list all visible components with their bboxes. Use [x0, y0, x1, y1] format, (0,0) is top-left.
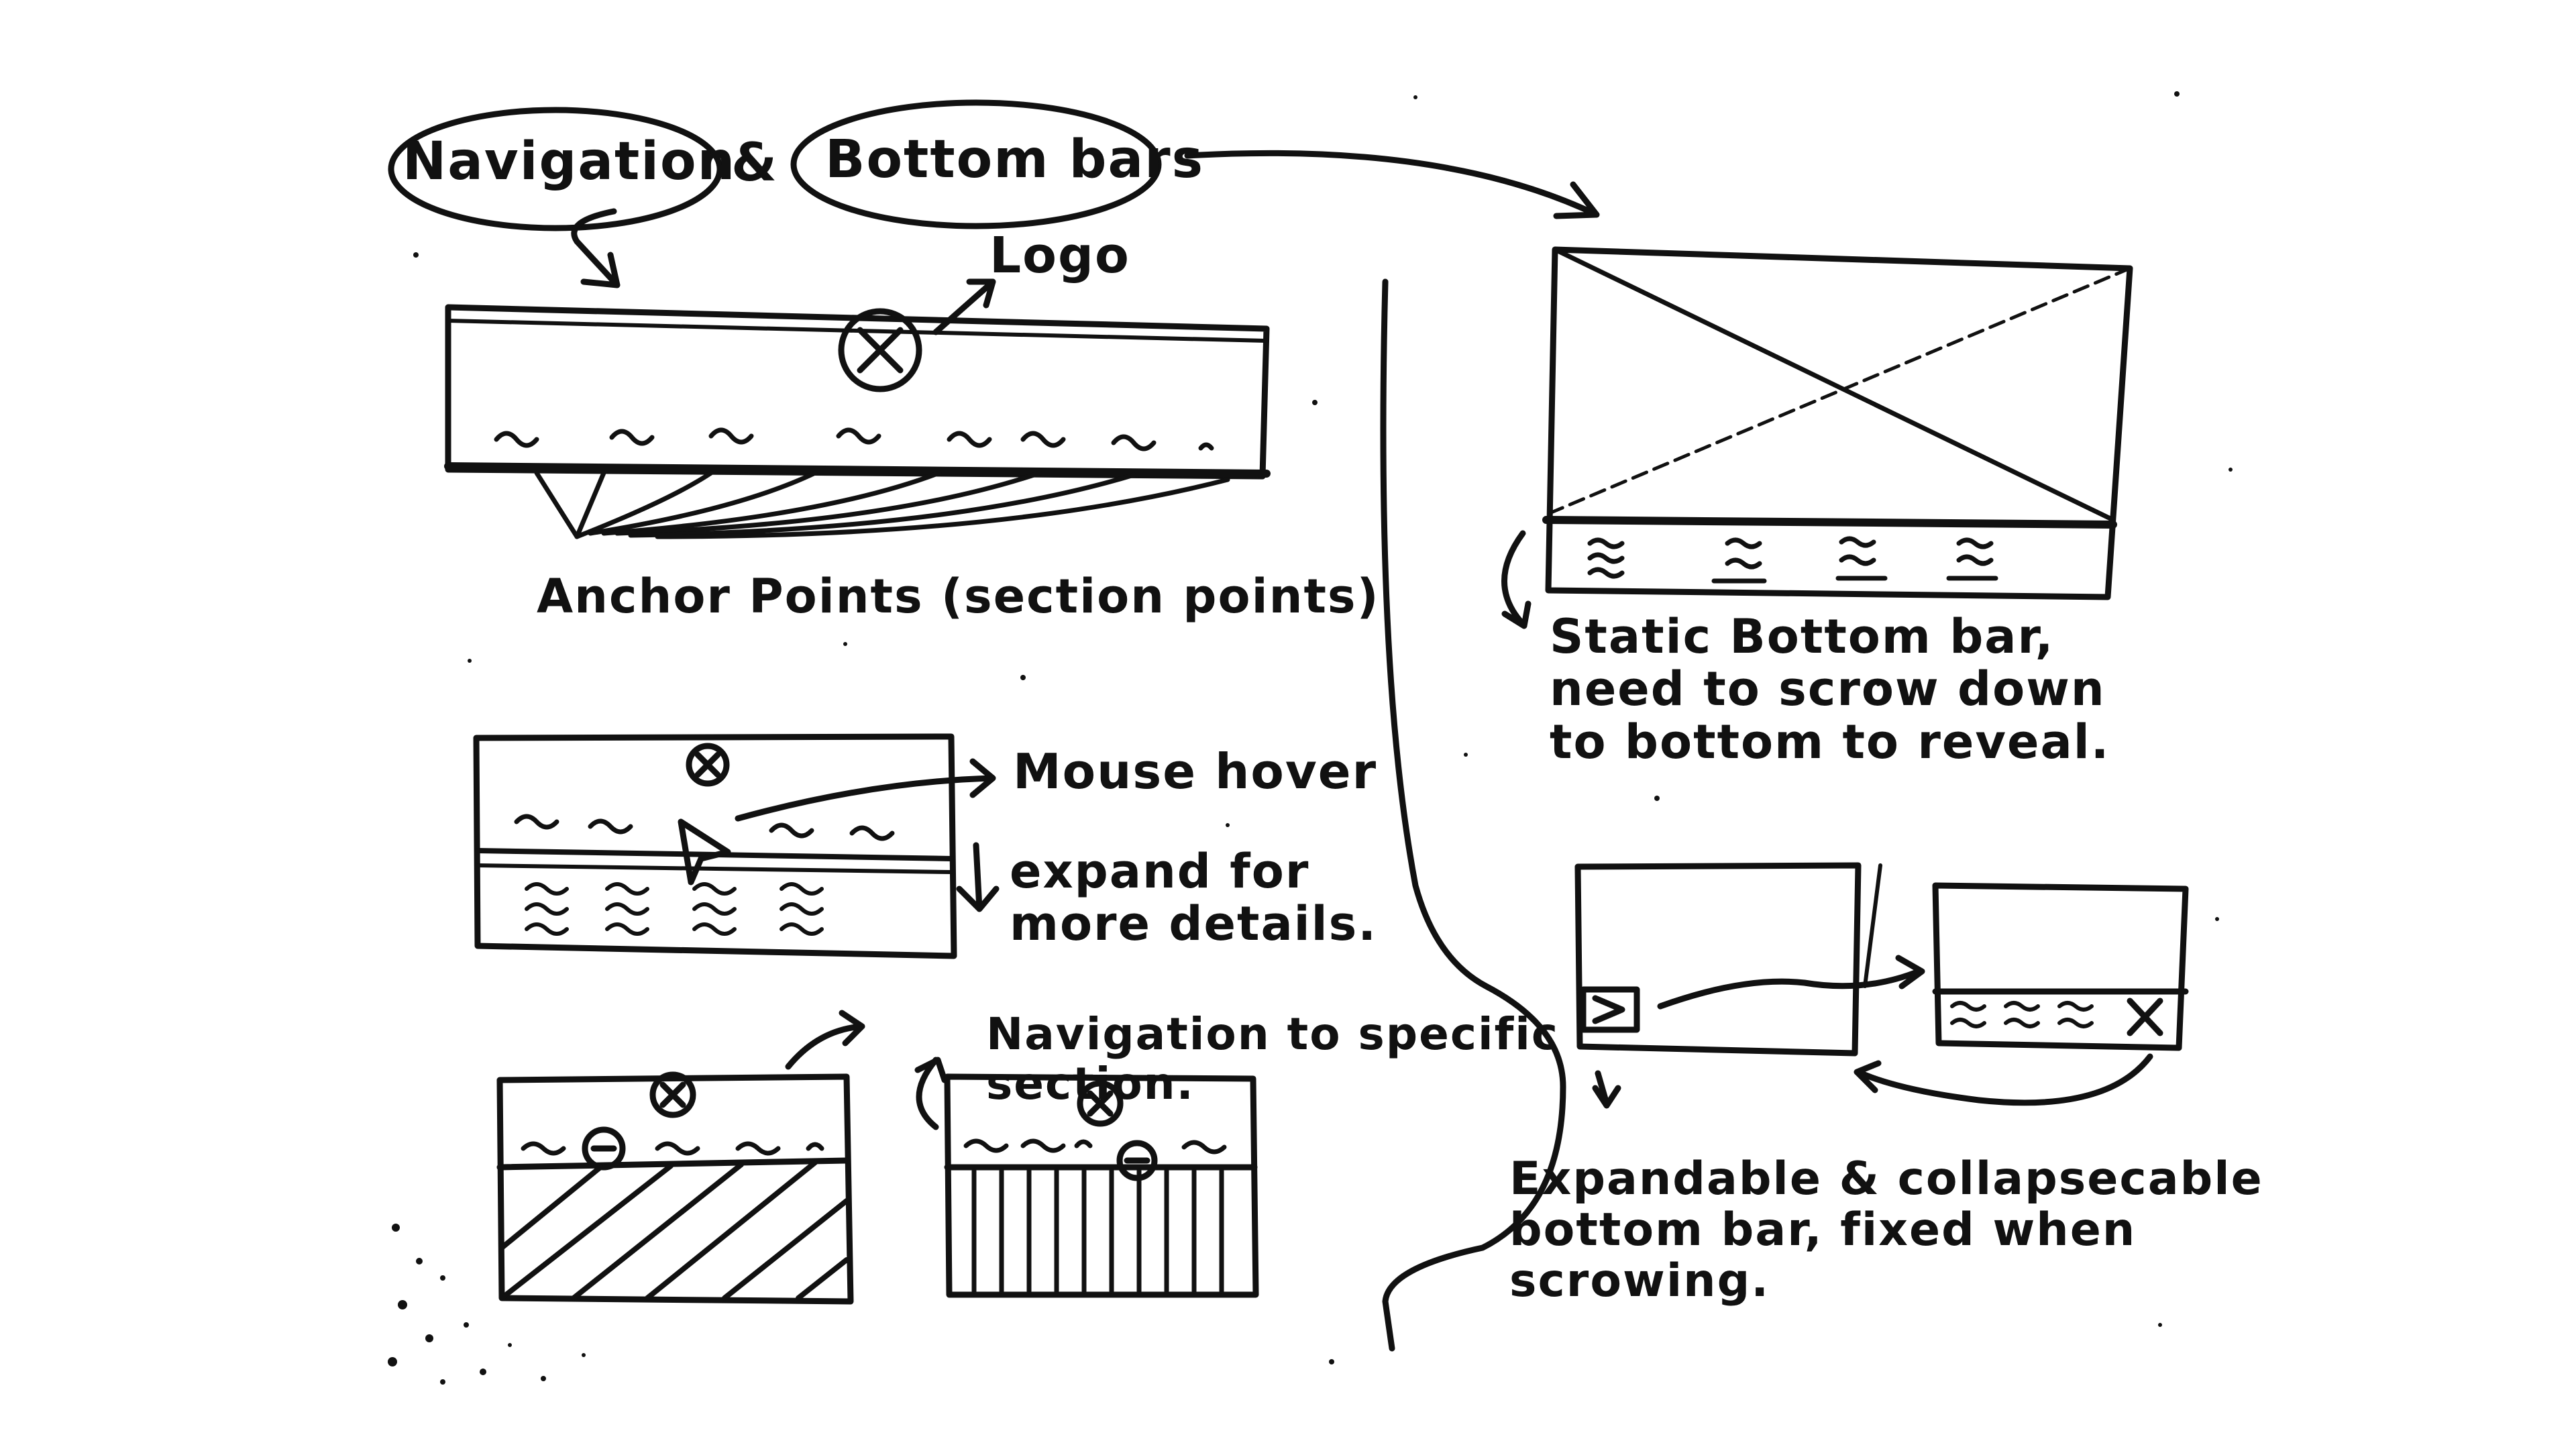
menu-marks: [514, 814, 895, 841]
static-bottom-bar-wireframe: [1501, 246, 2133, 629]
bottom-bars-to-static-arrow: [1184, 150, 1600, 219]
expand-details-label: expand for more details.: [1010, 844, 1377, 952]
expanded-bottom-bar-frame: [1854, 882, 2189, 1106]
bottom-bars-title: Bottom bars: [825, 129, 1204, 190]
divider-line: [1380, 278, 1566, 1352]
small-arrow: [785, 1010, 865, 1070]
expand-arrow-icon: [1580, 986, 1640, 1033]
logo-label: Logo: [989, 227, 1130, 284]
active-anchor-marker: [582, 1126, 626, 1171]
expand-transition-arrow: [1657, 955, 1925, 1010]
logo-circle-x-icon: [1077, 1080, 1124, 1127]
ampersand: &: [731, 133, 779, 193]
close-x-icon: [2127, 998, 2163, 1036]
mouse-cursor-icon: [678, 818, 731, 885]
collapsed-bottom-bar-frame: [1574, 862, 1925, 1109]
section-panel-vertical: [914, 1057, 1259, 1298]
section-panel-diagonal: [496, 1010, 865, 1305]
collapse-return-arrow: [1854, 1053, 2153, 1106]
nav-title-arrow: [571, 208, 621, 288]
paper-specks: [388, 91, 2233, 1385]
hover-expand-panel: [473, 733, 1000, 959]
navigation-ellipse: [388, 107, 723, 231]
logo-circle-x-icon: [649, 1071, 696, 1118]
logo-circle-x-icon: [686, 743, 730, 787]
logo-arrow: [932, 278, 996, 335]
static-label-arrow: [1501, 530, 1532, 629]
expand-down-arrow: [956, 842, 1000, 912]
static-bottom-bar-label: Static Bottom bar, need to scrow down to…: [1550, 609, 2110, 769]
navigation-title: Navigation: [402, 131, 737, 192]
anchor-point-curves: [534, 470, 1230, 539]
hover-arrow: [735, 758, 996, 822]
anchor-points-label: Anchor Points (section points): [537, 569, 1380, 624]
dropdown-detail-marks: [525, 882, 824, 936]
curved-arrow: [914, 1057, 948, 1130]
top-navigation-bar: [444, 278, 1271, 539]
expandable-down-arrow: [1592, 1070, 1621, 1109]
logo-circle-x-icon: [838, 308, 922, 392]
expandable-bottom-bar-label: Expandable & collapsecable bottom bar, f…: [1509, 1152, 2263, 1308]
navigation-to-section-label: Navigation to specific section.: [986, 1008, 1560, 1110]
bottom-bars-ellipse: [790, 99, 1162, 229]
mouse-hover-label: Mouse hover: [1013, 743, 1378, 800]
nav-menu-marks: [494, 427, 1214, 451]
